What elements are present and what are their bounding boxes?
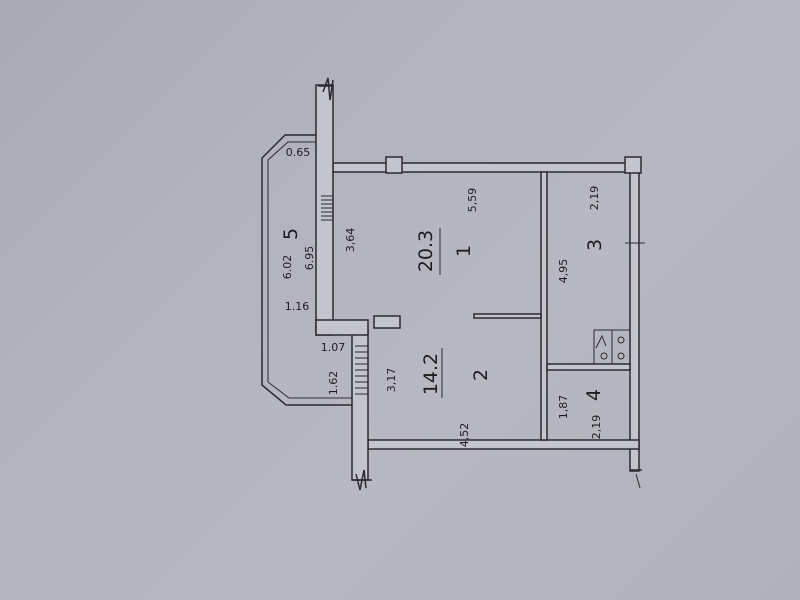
dim-balcony-mid: 1.16 — [285, 300, 310, 313]
dim-room1-side: 3,64 — [344, 228, 357, 253]
dim-room2-bottom: 4,52 — [458, 423, 471, 448]
kitchen-fixtures — [593, 242, 645, 365]
window-marks — [321, 195, 368, 395]
dim-room2-side: 3,17 — [385, 368, 398, 393]
dim-balcony-bottom: 1.62 — [327, 371, 340, 396]
dim-room4-side: 1,87 — [557, 395, 570, 420]
dim-balcony-low: 1.07 — [321, 341, 346, 354]
break-marks — [318, 77, 642, 491]
room2-number: 2 — [470, 369, 492, 381]
room2-area: 14.2 — [420, 353, 442, 395]
walls — [315, 84, 642, 481]
dim-room3-top: 2,19 — [588, 186, 601, 211]
room1-number: 1 — [453, 245, 475, 257]
dim-room3-side: 4,95 — [557, 259, 570, 284]
dim-balcony-inner: 6.02 — [281, 255, 294, 280]
room1-area: 20.3 — [415, 230, 437, 272]
dim-room1-top: 5,59 — [466, 188, 479, 213]
room3-number: 3 — [584, 239, 606, 251]
room4-number: 4 — [583, 389, 605, 401]
dim-balcony-length: 6.95 — [303, 246, 316, 271]
dim-room4-bottom: 2,19 — [590, 415, 603, 440]
room5-number: 5 — [280, 228, 302, 240]
balcony-outline — [261, 134, 352, 406]
dim-balcony-top: 0.65 — [286, 146, 311, 159]
